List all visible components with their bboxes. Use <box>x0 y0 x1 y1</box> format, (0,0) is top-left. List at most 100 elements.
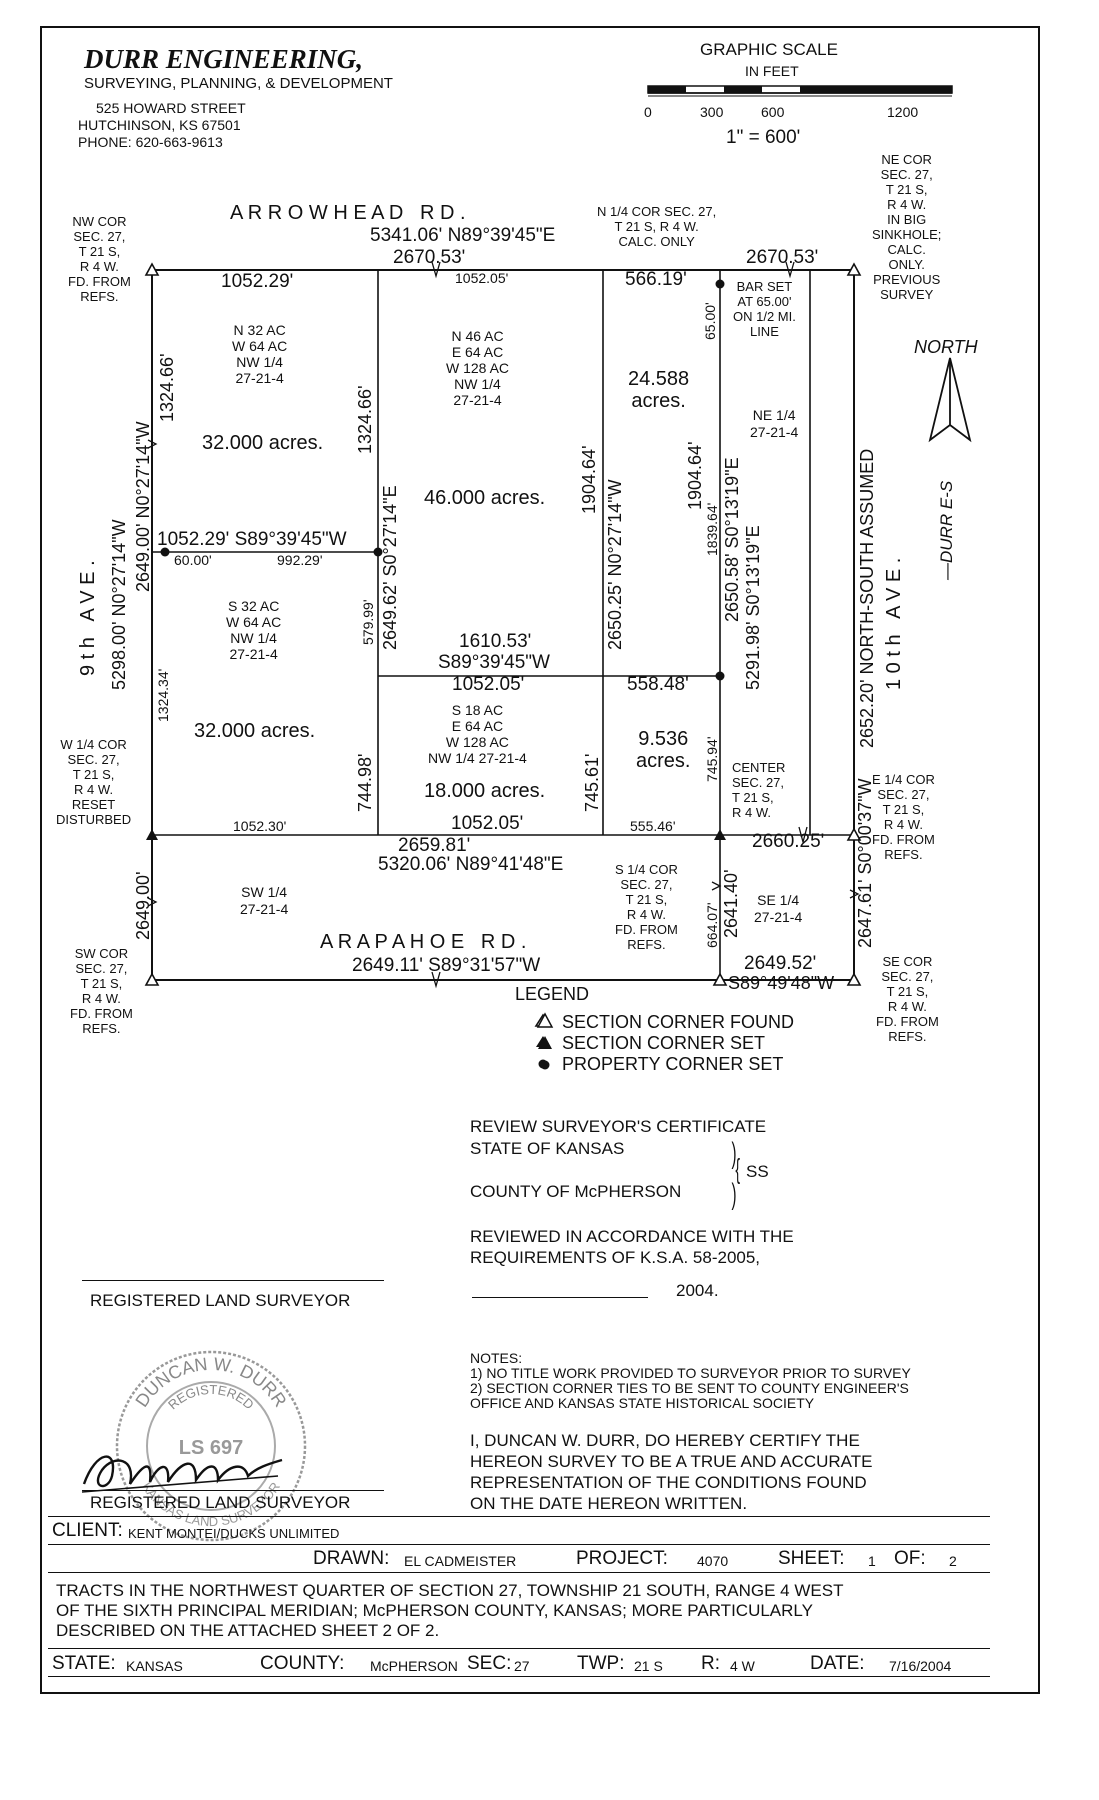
scale-units: IN FEET <box>745 63 799 79</box>
legend-section-corner-set: SECTION CORNER SET <box>562 1033 766 1053</box>
r-label: R: <box>701 1653 720 1674</box>
cert-paren-bottom-icon: ) <box>731 1178 737 1211</box>
seal-ring-inner: REGISTERED <box>165 1382 257 1413</box>
project-label: PROJECT: <box>576 1548 668 1569</box>
dim-bottom-e-bearing: S89°49'48"W <box>728 973 835 993</box>
cert-reviewed-2: REQUIREMENTS OF K.S.A. 58-2005, <box>470 1248 761 1267</box>
date-label: DATE: <box>810 1653 865 1674</box>
north-arrow-icon <box>928 357 972 443</box>
n-quarter-corner-note: N 1/4 COR SEC. 27,T 21 S, R 4 W.CALC. ON… <box>597 204 717 249</box>
surveyor-signature-line <box>82 1490 384 1491</box>
date-value: 7/16/2004 <box>889 1658 952 1674</box>
title-rule-2 <box>48 1544 990 1545</box>
surveyor-registered-label: REGISTERED LAND SURVEYOR <box>90 1493 351 1512</box>
legend-title: LEGEND <box>515 984 590 1004</box>
dim-v3-upper: 1904.64' <box>685 441 705 510</box>
title-rule-3 <box>48 1572 990 1573</box>
dim-north-west-half: 2670.53' <box>393 247 466 268</box>
cert-paren-top-icon: ) <box>731 1137 737 1170</box>
section-corners-found <box>144 262 862 1027</box>
dim-se-v3: 2647.61' S0°00'37"W <box>855 778 875 948</box>
review-registered-label: REGISTERED LAND SURVEYOR <box>90 1291 351 1310</box>
dim-north-total: 5341.06' N89°39'45"E <box>370 225 556 246</box>
title-rule-5 <box>48 1676 990 1677</box>
surveyor-signature <box>81 1455 283 1493</box>
dim-west-line-1: 1324.66' <box>157 353 177 422</box>
dim-h-mid-b: 992.29' <box>277 552 323 568</box>
title-rule-4 <box>48 1648 990 1649</box>
state-label: STATE: <box>52 1653 116 1674</box>
dim-v-744: 744.98' <box>355 753 375 813</box>
dim-c-seg2: 558.48' <box>627 674 689 695</box>
client-value: KENT MONTEI/DUCKS UNLIMITED <box>128 1526 340 1541</box>
dim-s-half: 2659.81' <box>398 835 471 856</box>
dim-mid-v1-bearing: 2649.62' S0°27'14"E <box>380 485 400 650</box>
scale-tick-600: 600 <box>761 104 785 120</box>
drawn-value: EL CADMEISTER <box>404 1553 517 1569</box>
project-value: 4070 <box>697 1553 729 1569</box>
cert-reviewed-1: REVIEWED IN ACCORDANCE WITH THE <box>470 1227 794 1246</box>
dim-se-v1: 664.07' <box>704 902 720 949</box>
dim-west-bearing: 2649.00' N0°27'14"W <box>133 421 153 592</box>
dim-n-seg1: 1052.29' <box>221 271 294 292</box>
scale-tick-0: 0 <box>644 104 652 120</box>
scale-tick-300: 300 <box>700 104 724 120</box>
durr-es-label: —DURR E-S <box>937 480 956 580</box>
cert-county: COUNTY OF McPHERSON <box>470 1182 682 1201</box>
dim-sw-v: 2649.00' <box>133 871 153 940</box>
sec-label: SEC: <box>467 1653 512 1674</box>
dim-v3-mid: 1839.64' <box>704 502 720 556</box>
dim-v3-total: 5291.98' S0°13'19"E <box>743 525 763 690</box>
of-label: OF: <box>894 1548 926 1569</box>
cert-date-line <box>472 1297 648 1298</box>
break-marks <box>147 261 860 989</box>
triangle-hollow-icon <box>536 1012 554 1028</box>
drawn-label: DRAWN: <box>313 1548 390 1569</box>
road-10th-ave: 1 0 t h A V E . <box>883 557 905 690</box>
dim-v3-lower: 745.94' <box>704 736 720 783</box>
surveyor-seal: DUNCAN W. DURR REGISTERED LS 697 KANSAS … <box>115 1350 307 1542</box>
dim-v2-lower: 745.61' <box>582 753 602 813</box>
title-rule-1 <box>48 1516 990 1517</box>
dim-n-seg2: 1052.05' <box>455 270 509 286</box>
notes-title: NOTES: <box>470 1350 523 1366</box>
dim-e-line: 2652.20' NORTH-SOUTH ASSUMED <box>857 448 877 748</box>
sec-value: 27 <box>514 1658 530 1674</box>
dim-s-total: 5320.06' N89°41'48"E <box>378 854 564 875</box>
dot-icon <box>540 1060 550 1070</box>
scale-title: GRAPHIC SCALE <box>700 40 838 59</box>
county-label: COUNTY: <box>260 1653 345 1674</box>
firm-address: 525 HOWARD STREET <box>96 100 246 116</box>
client-label: CLIENT: <box>52 1520 123 1541</box>
dim-n-seg3: 566.19' <box>625 269 687 290</box>
cert-ss: SS <box>746 1162 769 1181</box>
r-value: 4 W <box>730 1658 755 1674</box>
dim-west-total: 5298.00' N0°27'14"W <box>109 519 129 690</box>
dim-s-seg1: 1052.30' <box>233 818 287 834</box>
tract-lines <box>152 270 854 980</box>
dim-bottom-w: 2649.11' S89°31'57"W <box>352 955 541 976</box>
note-2b: OFFICE AND KANSAS STATE HISTORICAL SOCIE… <box>470 1395 815 1411</box>
firm-city: HUTCHINSON, KS 67501 <box>78 117 241 133</box>
scale-tick-1200: 1200 <box>887 104 919 120</box>
dim-bottom-e: 2649.52' <box>744 953 817 974</box>
cert-ss-bracket-icon: { <box>735 1153 741 1184</box>
dim-c-bearing: S89°39'45"W <box>438 652 550 673</box>
road-9th-ave: 9 t h A V E . <box>77 560 99 676</box>
firm-phone: PHONE: 620-663-9613 <box>78 134 223 150</box>
tract-s18-acres: 18.000 acres. <box>424 780 546 802</box>
dim-c-seg1: 1052.05' <box>452 674 525 695</box>
